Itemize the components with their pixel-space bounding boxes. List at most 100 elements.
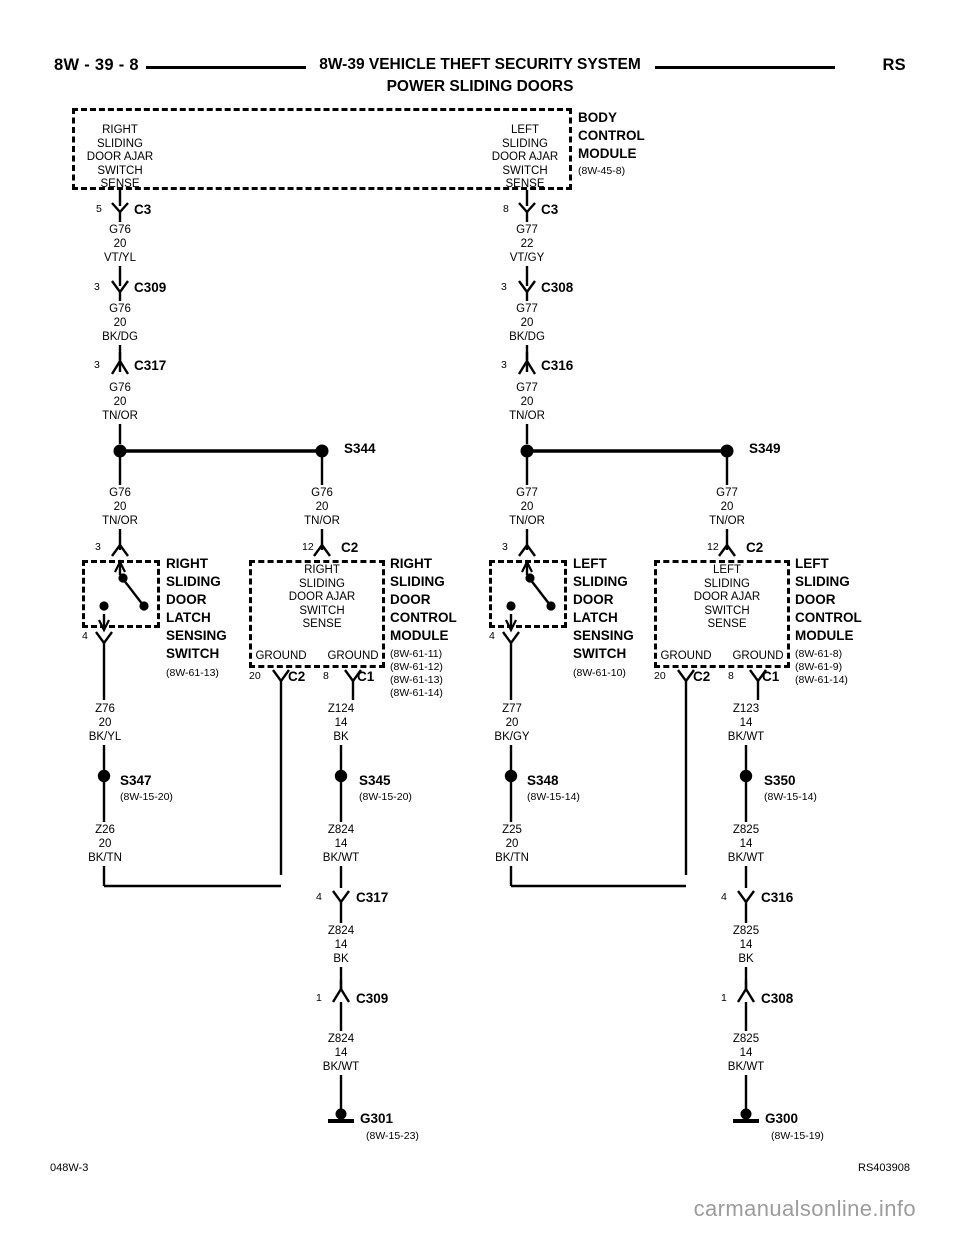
l-ground-label: G300 — [765, 1111, 799, 1126]
splice-dot-s345 — [334, 769, 348, 783]
bcm-right-pin-number: 5 — [96, 203, 102, 215]
l-c316-pin: 3 — [501, 359, 507, 371]
page-title: 8W-39 VEHICLE THEFT SECURITY SYSTEM — [319, 56, 641, 73]
r-module-gnd-gauge: 14 — [334, 717, 348, 729]
r-module-name-2: SLIDING — [390, 574, 445, 589]
r-module-reference-4: (8W-61-14) — [390, 687, 443, 699]
r-module-name-5: MODULE — [390, 628, 449, 643]
left-sliding-door-latch-sensing-switch-box — [489, 560, 567, 628]
r-switch-name-2: SLIDING — [166, 574, 221, 589]
l-w3-gauge: 20 — [520, 396, 534, 408]
r-ground-reference: (8W-15-23) — [366, 1130, 419, 1142]
bcm-right-port-line5: SENSE — [100, 178, 140, 190]
r-module-top-connector: C2 — [341, 540, 359, 555]
bcm-right-port-label: RIGHT SLIDING DOOR AJAR SWITCH SENSE — [87, 124, 153, 192]
ground-bar-g301 — [328, 1119, 354, 1123]
r-switch-bottom-pin: 4 — [82, 630, 88, 642]
r-w2-color: BK/DG — [102, 331, 138, 343]
r-w2-circuit: G76 — [109, 303, 131, 315]
l-w1-circuit: G77 — [516, 224, 538, 236]
r-module-port-label: RIGHT SLIDING DOOR AJAR SWITCH SENSE — [289, 564, 355, 632]
r-module-ground-left-label: GROUND — [255, 650, 307, 662]
l-c316-name: C316 — [541, 358, 574, 373]
l-wleft-color: TN/OR — [509, 515, 545, 527]
l-switch-gnd2-color: BK/TN — [495, 852, 529, 864]
splice-dot-s348 — [504, 769, 518, 783]
l-module-name-2: SLIDING — [795, 574, 850, 589]
l-w2-gauge: 20 — [520, 317, 534, 329]
l-module-gnd2-gauge: 14 — [739, 838, 753, 850]
l-c308-pin: 3 — [501, 281, 507, 293]
l-w2-circuit: G77 — [516, 303, 538, 315]
r-module-port-line2: SLIDING — [298, 577, 345, 590]
r-switch-name-5: SENSING — [166, 628, 227, 643]
l-switch-splice-reference: (8W-15-14) — [527, 791, 580, 803]
l-module-gnd-color: BK/WT — [727, 731, 765, 743]
r-gnd4-circuit: Z824 — [327, 1033, 355, 1045]
l-gnd-c308-pin: 1 — [721, 992, 727, 1004]
l-switch-top-pin: 3 — [502, 541, 508, 553]
r-module-name-3: DOOR — [390, 592, 431, 607]
right-sliding-door-control-module-box — [249, 560, 385, 668]
r-module-gnd2-gauge: 14 — [334, 838, 348, 850]
l-module-name-5: MODULE — [795, 628, 854, 643]
r-w3-gauge: 20 — [113, 396, 127, 408]
l-switch-gnd-circuit: Z77 — [502, 703, 522, 715]
l-wright-circuit: G77 — [716, 487, 738, 499]
r-gnd4-gauge: 14 — [334, 1047, 348, 1059]
l-gnd-c308-name: C308 — [761, 991, 794, 1006]
r-switch-gnd-gauge: 20 — [98, 717, 112, 729]
l-gnd-c316-pin: 4 — [721, 891, 727, 903]
l-switch-gnd-color: BK/GY — [494, 731, 530, 743]
r-module-ground-left-pin: 20 — [249, 670, 261, 682]
r-wleft-color: TN/OR — [102, 515, 138, 527]
ground-dot-g300 — [740, 1108, 752, 1120]
splice-dot-s349 — [720, 444, 734, 458]
bcm-left-port-line3: DOOR AJAR — [491, 151, 559, 163]
page-number: 8W - 39 - 8 — [54, 56, 139, 74]
l-w1-gauge: 22 — [520, 238, 534, 250]
r-module-reference-1: (8W-61-11) — [390, 648, 443, 660]
l-module-gnd2-color: BK/WT — [727, 852, 765, 864]
header-rule-right — [655, 66, 835, 69]
l-module-port-line1: LEFT — [712, 564, 742, 576]
l-gnd3-color: BK — [738, 953, 754, 965]
bcm-right-port-line4: SWITCH — [97, 164, 143, 177]
r-w2-gauge: 20 — [113, 317, 127, 329]
r-w3-color: TN/OR — [102, 410, 138, 422]
l-module-ground-right-label: GROUND — [732, 650, 784, 662]
r-gnd4-color: BK/WT — [322, 1061, 360, 1073]
r-w1-color: VT/YL — [104, 252, 136, 264]
l-switch-name-5: SENSING — [573, 628, 634, 643]
bcm-name-line2: CONTROL — [578, 128, 645, 143]
l-switch-name-2: SLIDING — [573, 574, 628, 589]
bcm-right-connector: C3 — [134, 202, 152, 217]
l-c308-name: C308 — [541, 280, 574, 295]
r-switch-name-3: DOOR — [166, 592, 207, 607]
bcm-right-port-line2: SLIDING — [96, 137, 143, 150]
l-module-name-4: CONTROL — [795, 610, 862, 625]
l-module-ground-left-connector: C2 — [693, 669, 711, 684]
l-module-ground-left-label: GROUND — [660, 650, 712, 662]
splice-dot-s349-left — [520, 444, 534, 458]
r-gnd3-circuit: Z824 — [327, 925, 355, 937]
r-module-reference-2: (8W-61-12) — [390, 661, 443, 673]
ground-bar-g300 — [733, 1119, 759, 1123]
l-w3-color: TN/OR — [509, 410, 545, 422]
footer-right-code: RS403908 — [858, 1162, 910, 1174]
r-ground-label: G301 — [360, 1111, 394, 1126]
l-switch-reference: (8W-61-10) — [573, 667, 626, 679]
r-switch-gnd-circuit: Z76 — [95, 703, 115, 715]
l-module-gnd-gauge: 14 — [739, 717, 753, 729]
r-module-ground-right-pin: 8 — [323, 670, 329, 682]
page-subtitle: POWER SLIDING DOORS — [386, 78, 574, 95]
model-code: RS — [882, 56, 906, 74]
l-switch-name-1: LEFT — [573, 556, 607, 571]
l-module-splice-reference: (8W-15-14) — [764, 791, 817, 803]
r-module-port-line5: SENSE — [302, 618, 342, 630]
r-module-splice-label: S345 — [359, 773, 391, 788]
l-gnd-c316-name: C316 — [761, 890, 794, 905]
r-switch-gnd-color: BK/YL — [88, 731, 122, 743]
bcm-left-port-label: LEFT SLIDING DOOR AJAR SWITCH SENSE — [492, 124, 558, 192]
